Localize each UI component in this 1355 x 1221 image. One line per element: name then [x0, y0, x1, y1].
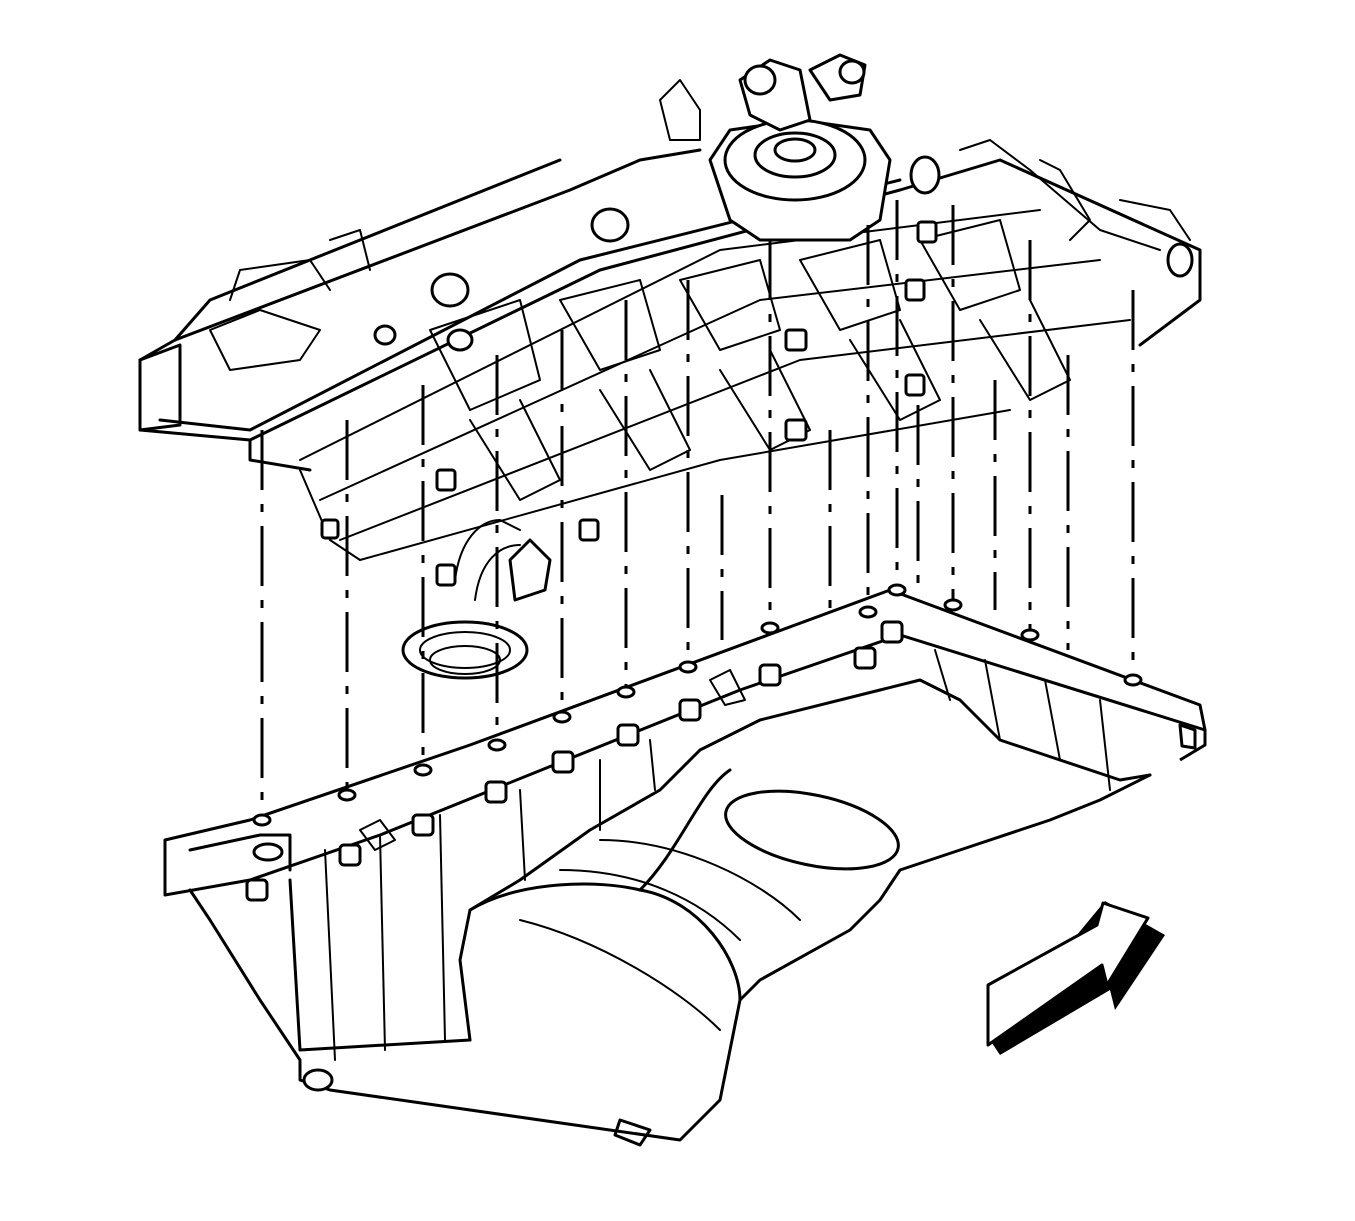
oil-pan [163, 583, 1207, 1147]
stud-row [252, 583, 1143, 827]
direction-arrow-icon [986, 901, 1165, 1055]
engine-block [138, 53, 1202, 680]
bolt-icon [320, 220, 938, 587]
alignment-lines [260, 200, 1135, 815]
bolt-icon [245, 620, 904, 902]
